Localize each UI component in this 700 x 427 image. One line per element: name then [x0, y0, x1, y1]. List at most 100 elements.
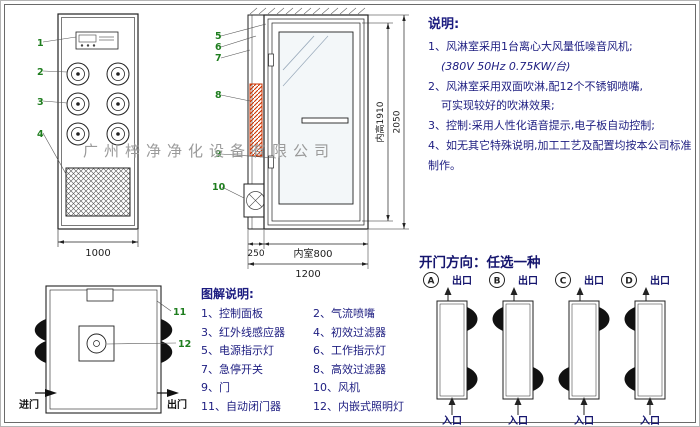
entry-arrowhead [514, 397, 522, 405]
entry-arrowhead [580, 397, 588, 405]
door-option-a: A 出口 入口 [423, 272, 478, 427]
door-swing-wings [34, 319, 173, 363]
front-callouts [42, 36, 77, 175]
option-letter-circle [555, 272, 571, 288]
option-letter: D [625, 277, 632, 287]
door-hinge-top [268, 53, 274, 67]
company-watermark: 广州梓净净化设备有限公司 [83, 142, 336, 160]
callout-5: 5 [215, 31, 222, 42]
leader-11 [156, 300, 172, 312]
right-dimensions: 内高1910 2050 [362, 14, 409, 230]
door-handle [301, 117, 349, 124]
door-direction-title: 开门方向：任选一种 [419, 255, 541, 271]
chamber-plan [568, 300, 600, 400]
plan-control-box [86, 288, 114, 302]
dim-1000: 1000 [85, 248, 110, 259]
cabinet-inner-line [61, 17, 135, 226]
dim-250: 250 [247, 249, 264, 259]
exit-arrowhead [444, 287, 452, 295]
door-leaf [271, 22, 361, 222]
note-line-1: 1、风淋室采用1台离心大风量低噪音风机; [428, 40, 633, 53]
dim-1200: 1200 [295, 269, 320, 280]
option-letter-circle [621, 272, 637, 288]
chamber-inner [439, 303, 465, 397]
door-leaf-top [624, 307, 635, 331]
exit-arrowhead [510, 287, 518, 295]
ceiling-hatch [249, 7, 366, 15]
notes-panel: 说明: 1、风淋室采用1台离心大风量低噪音风机; (380V 50Hz 0.75… [428, 13, 699, 176]
side-callout-leaders [220, 23, 277, 199]
exit-label: 出门 [167, 398, 187, 411]
callout-1: 1 [37, 38, 44, 49]
note-line-5: 3、控制:采用人性化语音提示,电子板自动控制; [428, 119, 655, 133]
dim-inner-800: 内室800 [293, 247, 332, 260]
dim-inner-1910: 内高1910 [374, 101, 386, 142]
chamber-plan [634, 300, 666, 400]
door-leaf-top [467, 307, 478, 331]
note-line-4: 可实现较好的吹淋效果; [441, 99, 555, 113]
enter-label: 进门 [19, 398, 39, 411]
exit-label: 出口 [452, 274, 472, 287]
hepa-filter [249, 83, 263, 157]
exit-arrowhead [642, 287, 650, 295]
exit-arrow [157, 389, 179, 397]
plan-light-box [78, 325, 115, 362]
chamber-plan [436, 300, 468, 400]
door-leaf-bottom [533, 367, 544, 391]
callout-3: 3 [37, 97, 44, 108]
callout-2: 2 [37, 67, 44, 78]
door-option-b: B 出口 入口 [489, 272, 544, 427]
callout-9: 9 [215, 149, 222, 160]
bottom-dimensions: 250 内室800 1200 [247, 230, 369, 280]
door-leaf-bottom [467, 367, 478, 391]
exit-arrowhead [576, 287, 584, 295]
plan-light-center [93, 340, 100, 347]
air-nozzles [66, 62, 130, 146]
entry-label: 入口 [508, 415, 528, 427]
front-view-drawing: 1000 1 2 3 4 [37, 13, 139, 259]
door-option-d: D 出口 入口 [621, 272, 670, 427]
callout-6: 6 [215, 42, 222, 53]
option-letter: A [428, 277, 435, 287]
option-letter-circle [489, 272, 505, 288]
door-frame-inner [267, 18, 365, 226]
top-view-drawing: 进门 出门 11 12 [19, 285, 191, 414]
exit-label: 出口 [650, 274, 670, 287]
entry-arrowhead [448, 397, 456, 405]
notes-title: 说明: [428, 17, 460, 32]
legend-title: 图解说明: [201, 287, 254, 301]
chamber-inner [637, 303, 663, 397]
chamber-inner [571, 303, 597, 397]
entry-label: 入口 [442, 415, 462, 427]
door-leaf-bottom [624, 367, 635, 391]
callout-4: 4 [37, 129, 44, 140]
door-option-c: C 出口 入口 [555, 272, 610, 427]
side-view-drawing: 5 6 7 8 9 10 250 内室800 1200 [212, 7, 409, 280]
fan-box [243, 183, 268, 218]
callout-10: 10 [212, 182, 226, 193]
door-leaf-top [492, 307, 503, 331]
door-hinge-bottom [268, 155, 274, 169]
enter-arrow [35, 389, 57, 397]
front-width-dimension: 1000 [57, 230, 139, 259]
entry-label: 入口 [640, 415, 660, 427]
callout-11: 11 [173, 307, 186, 318]
door-leaf-top [599, 307, 610, 331]
option-letter: B [494, 277, 501, 287]
entry-label: 入口 [574, 415, 594, 427]
note-line-3: 2、风淋室采用双面吹淋,配12个不锈钢喷嘴, [428, 79, 643, 93]
option-letter-circle [423, 272, 439, 288]
callout-7: 7 [215, 53, 222, 64]
callout-8: 8 [215, 90, 222, 101]
leader-12 [106, 342, 177, 345]
note-line-2: (380V 50Hz 0.75KW/台) [441, 59, 571, 73]
exit-label: 出口 [584, 274, 604, 287]
plan-light [86, 333, 107, 354]
dim-2050: 2050 [393, 110, 403, 133]
